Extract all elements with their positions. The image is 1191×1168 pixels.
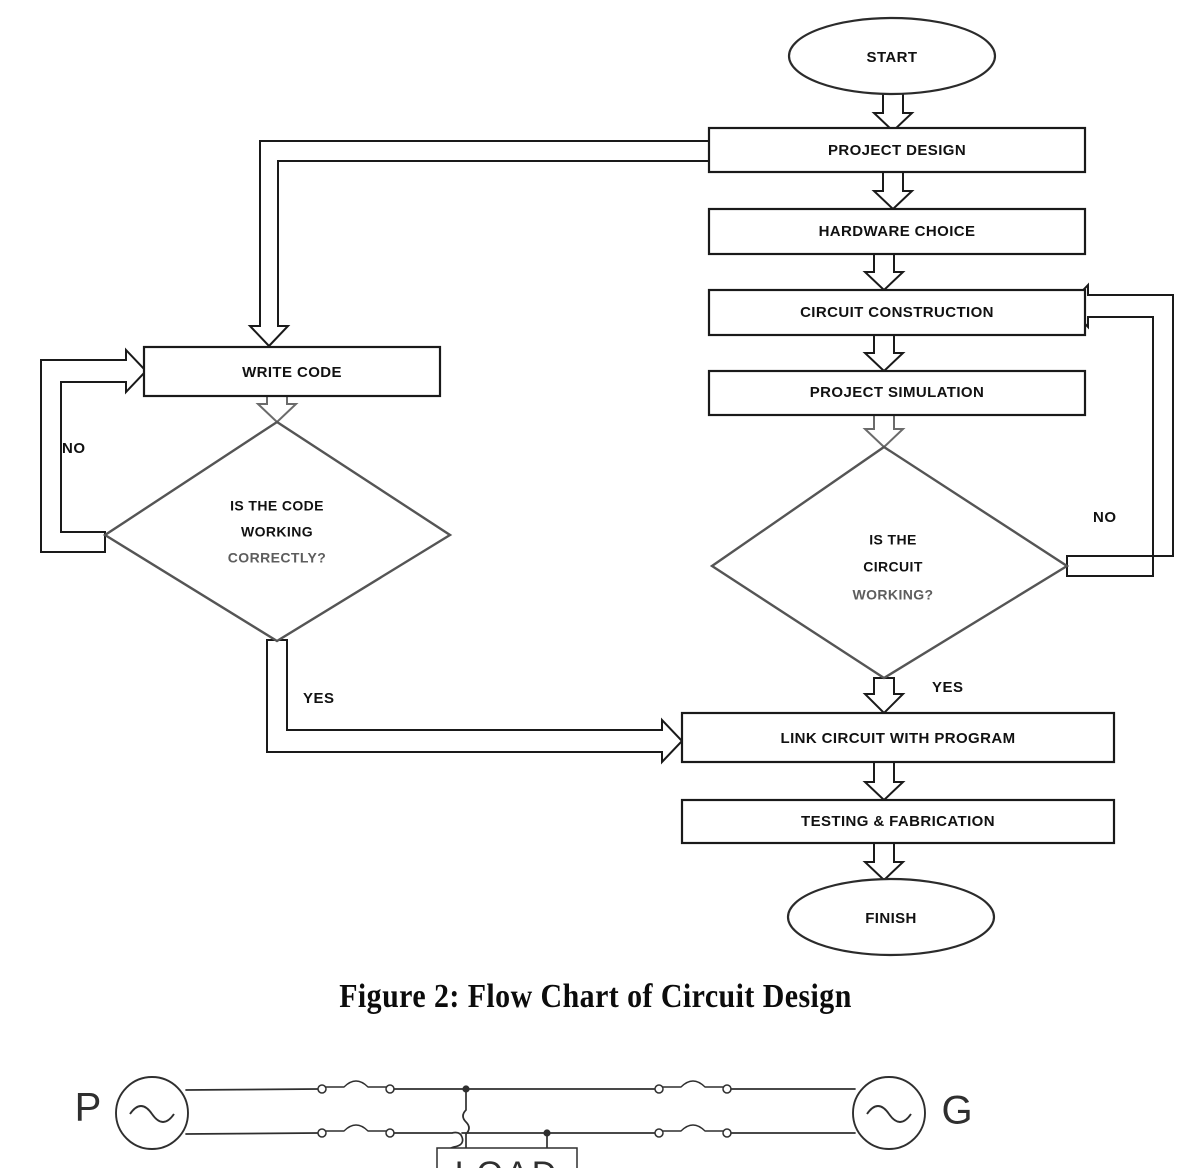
branch-label-code-no: NO	[62, 440, 86, 457]
project-simulation-label: PROJECT SIMULATION	[810, 384, 984, 401]
switch-terminal-left-top-a	[317, 1084, 327, 1094]
switch-contact-right-top	[662, 1080, 724, 1088]
ac-source-right-sine-icon	[866, 1105, 912, 1123]
node-link-circuit[interactable]: LINK CIRCUIT WITH PROGRAM	[680, 711, 1116, 764]
switch-terminal-right-top-b	[722, 1084, 732, 1094]
hardware-choice-label: HARDWARE CHOICE	[819, 223, 976, 240]
hardware-choice-box	[707, 207, 1087, 256]
circuit-decision-diamond	[709, 445, 1070, 680]
connector-project-simulation-to-circuit-decision	[862, 414, 906, 449]
connector-testing-to-finish	[862, 842, 906, 882]
connector-link-circuit-to-testing	[862, 761, 906, 802]
wire-left-bottom	[185, 1132, 319, 1135]
testing-box	[680, 798, 1116, 845]
code-decision-diamond	[102, 420, 453, 643]
write-code-box	[142, 345, 442, 398]
finish-ellipse	[786, 877, 996, 957]
write-code-label: WRITE CODE	[242, 364, 342, 381]
circuit-construction-box	[707, 288, 1087, 337]
code-decision-line2: WORKING	[241, 524, 313, 540]
node-project-design[interactable]: PROJECT DESIGN	[707, 126, 1087, 174]
branch-label-circuit-no: NO	[1093, 509, 1117, 526]
circuit-decision-line3: WORKING?	[853, 587, 934, 603]
code-decision-line1: IS THE CODE	[230, 498, 324, 514]
wire-load-tap-left	[462, 1088, 470, 1149]
circuit-construction-label: CIRCUIT CONSTRUCTION	[800, 304, 994, 321]
circuit-decision-line2: CIRCUIT	[863, 559, 923, 575]
start-label: START	[867, 49, 918, 66]
start-ellipse	[787, 16, 997, 96]
branch-label-circuit-yes: YES	[932, 679, 964, 696]
switch-terminal-left-bottom-b	[385, 1128, 395, 1138]
node-start[interactable]: START	[787, 16, 997, 96]
connector-circuit-construction-to-project-simulation	[862, 334, 906, 373]
switch-terminal-left-bottom-a	[317, 1128, 327, 1138]
wire-left-top	[185, 1088, 319, 1091]
figure-caption: Figure 2: Flow Chart of Circuit Design	[339, 978, 852, 1015]
node-write-code[interactable]: WRITE CODE	[142, 345, 442, 398]
node-project-simulation[interactable]: PROJECT SIMULATION	[707, 369, 1087, 417]
switch-contact-left-top	[325, 1080, 387, 1088]
code-decision-line3: CORRECTLY?	[228, 550, 326, 566]
connector-code-decision-yes	[266, 639, 684, 765]
load-label: LOAD	[455, 1155, 560, 1168]
connector-hardware-choice-to-circuit-construction	[862, 253, 906, 292]
project-design-box	[707, 126, 1087, 174]
node-code-decision[interactable]: IS THE CODE WORKING CORRECTLY?	[102, 420, 453, 643]
finish-label: FINISH	[865, 910, 917, 927]
connector-project-design-to-hardware-choice	[871, 171, 915, 211]
node-circuit-construction[interactable]: CIRCUIT CONSTRUCTION	[707, 288, 1087, 337]
project-design-label: PROJECT DESIGN	[828, 142, 966, 159]
connector-write-code-to-code-decision	[255, 395, 299, 424]
node-circuit-decision[interactable]: IS THE CIRCUIT WORKING?	[709, 445, 1070, 680]
load-box	[436, 1147, 578, 1168]
branch-label-code-yes: YES	[303, 690, 335, 707]
project-simulation-box	[707, 369, 1087, 417]
switch-terminal-left-top-b	[385, 1084, 395, 1094]
ac-source-right-circle	[852, 1076, 926, 1150]
connector-start-to-project-design	[871, 92, 915, 133]
switch-terminal-right-top-a	[654, 1084, 664, 1094]
switch-terminal-right-bottom-b	[722, 1128, 732, 1138]
ac-source-left-sine-icon	[129, 1105, 175, 1123]
connector-circuit-decision-yes	[862, 677, 906, 715]
switch-terminal-right-bottom-a	[654, 1128, 664, 1138]
node-finish[interactable]: FINISH	[786, 877, 996, 957]
switch-contact-right-bottom	[662, 1124, 724, 1132]
node-testing[interactable]: TESTING & FABRICATION	[680, 798, 1116, 845]
link-circuit-label: LINK CIRCUIT WITH PROGRAM	[781, 730, 1016, 747]
ac-source-left-circle	[115, 1076, 189, 1150]
source-left-label: P	[75, 1086, 102, 1130]
node-hardware-choice[interactable]: HARDWARE CHOICE	[707, 207, 1087, 256]
connector-code-decision-no-loop	[40, 347, 148, 553]
connector-project-design-to-write-code	[247, 140, 710, 348]
circuit-sketch: P	[75, 1076, 973, 1168]
link-circuit-box	[680, 711, 1116, 764]
circuit-decision-line1: IS THE	[869, 532, 917, 548]
switch-contact-left-bottom	[325, 1124, 387, 1132]
source-right-label: G	[941, 1089, 972, 1133]
testing-label: TESTING & FABRICATION	[801, 813, 995, 830]
